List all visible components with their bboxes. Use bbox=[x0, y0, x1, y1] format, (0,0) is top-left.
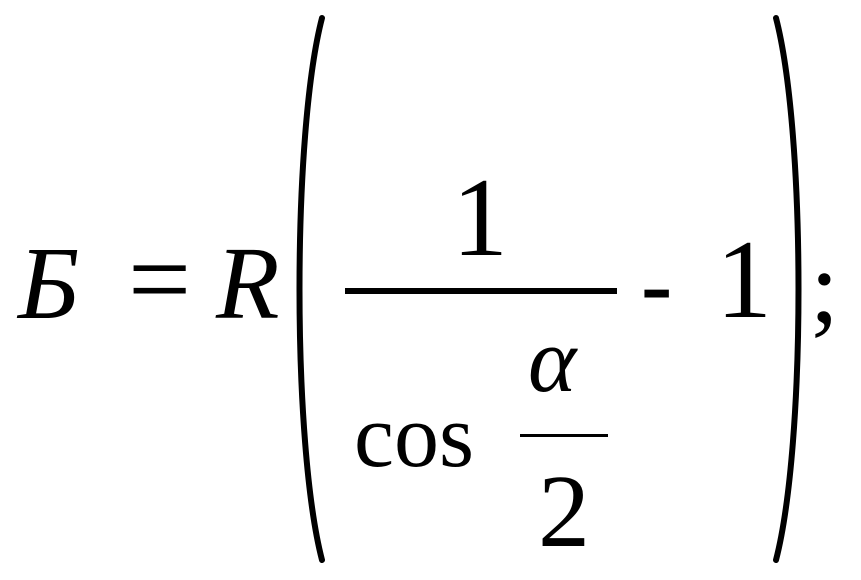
minus-sign: - bbox=[640, 230, 674, 342]
fraction-numerator: 1 bbox=[452, 156, 508, 280]
cosine-function: cos bbox=[354, 387, 474, 486]
variable-r: R bbox=[216, 226, 280, 341]
left-parenthesis bbox=[296, 15, 325, 563]
angle-fraction-bar bbox=[520, 434, 608, 437]
equals-sign: = bbox=[128, 218, 192, 342]
fraction-bar bbox=[345, 288, 617, 294]
semicolon: ; bbox=[810, 230, 839, 345]
variable-b: Б bbox=[18, 226, 80, 341]
angle-alpha: α bbox=[528, 309, 577, 411]
angle-divisor: 2 bbox=[538, 454, 590, 569]
right-parenthesis bbox=[773, 15, 802, 563]
subtrahend: 1 bbox=[716, 218, 772, 342]
